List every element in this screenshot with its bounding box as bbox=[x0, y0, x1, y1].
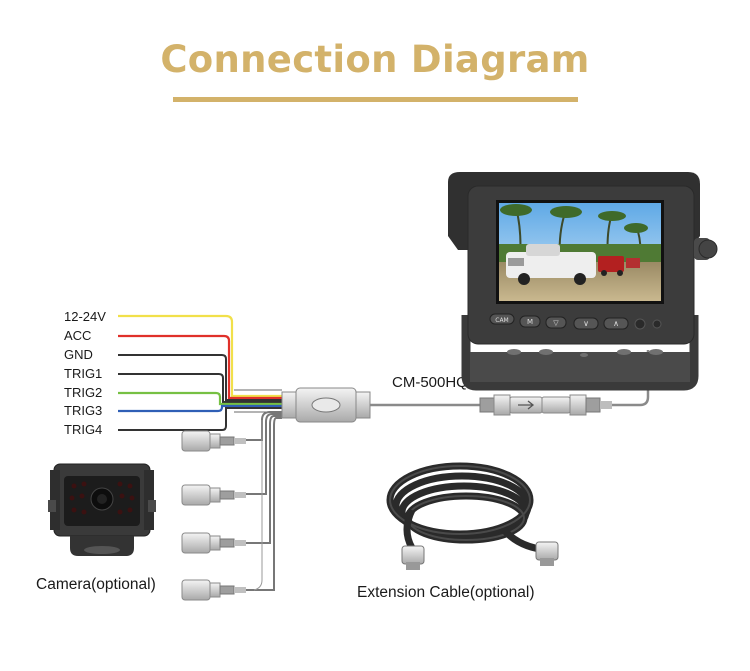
wire-trig1: TRIG1 bbox=[64, 366, 282, 403]
wire-label-12-24v: 12-24V bbox=[64, 309, 106, 324]
mode-button[interactable]: M bbox=[519, 315, 541, 328]
wire-black-line-trig4 bbox=[118, 407, 282, 431]
screen-truck-white bbox=[506, 244, 596, 285]
monitor-bracket bbox=[461, 315, 699, 391]
power-button[interactable] bbox=[634, 318, 646, 330]
wire-black-line-gnd bbox=[118, 354, 282, 401]
extension-connector-left[interactable] bbox=[401, 545, 425, 570]
extension-cable: Extension Cable(optional) bbox=[357, 462, 559, 601]
monitor-buttons: CAM M ▽ ∨ ∧ bbox=[489, 313, 662, 330]
monitor-cable: CM-500HQ bbox=[370, 350, 650, 407]
down-icon: ∨ bbox=[583, 319, 589, 328]
wire-12-24v: 12-24V bbox=[64, 309, 282, 398]
monitor-screen bbox=[496, 200, 664, 304]
wire-green-line bbox=[118, 391, 282, 406]
wire-trig3: TRIG3 bbox=[64, 403, 282, 418]
extension-cable-label: Extension Cable(optional) bbox=[357, 584, 535, 601]
aviation-connector-pair[interactable] bbox=[479, 394, 612, 416]
down-arrow-icon: ▽ bbox=[553, 319, 559, 327]
wire-acc: ACC bbox=[64, 328, 282, 400]
power-trigger-wires: 12-24V ACC GND TRIG1 TRIG2 TRIG3 TRIG4 bbox=[64, 309, 282, 437]
wire-red-line bbox=[118, 334, 282, 400]
wire-label-trig2: TRIG2 bbox=[64, 385, 102, 400]
title-underline bbox=[173, 97, 578, 102]
monitor-bracket-base bbox=[470, 352, 690, 382]
wire-blue-line bbox=[118, 404, 282, 413]
extension-connector-right[interactable] bbox=[535, 541, 559, 566]
up-button[interactable]: ∧ bbox=[603, 317, 629, 330]
camera-connector-2[interactable] bbox=[181, 484, 246, 506]
screen-truck-red bbox=[598, 256, 624, 276]
wire-label-gnd: GND bbox=[64, 347, 93, 362]
up-icon: ∧ bbox=[613, 319, 619, 328]
down-button[interactable]: ∨ bbox=[573, 317, 599, 330]
wire-label-acc: ACC bbox=[64, 328, 91, 343]
wire-gnd: GND bbox=[64, 347, 282, 401]
wire-trig2: TRIG2 bbox=[64, 385, 282, 406]
camera-connector-4[interactable] bbox=[181, 579, 246, 601]
camera-label: Camera(optional) bbox=[36, 576, 156, 593]
arrow-right-icon bbox=[518, 400, 535, 410]
diagram-title: Connection Diagram bbox=[160, 38, 590, 81]
wire-label-trig3: TRIG3 bbox=[64, 403, 102, 418]
wire-yellow-line bbox=[118, 314, 282, 398]
menu-button[interactable]: CAM bbox=[489, 313, 515, 325]
menu-icon: CAM bbox=[495, 317, 508, 324]
camera-input-cables bbox=[181, 411, 282, 601]
monitor: CAM M ▽ ∨ ∧ bbox=[448, 172, 718, 391]
junction-box-label-oval bbox=[311, 397, 341, 413]
mode-icon: M bbox=[527, 318, 533, 326]
junction-box bbox=[281, 387, 371, 423]
wire-trig4: TRIG4 bbox=[64, 407, 282, 437]
sensor-icon bbox=[652, 319, 662, 329]
wire-label-trig4: TRIG4 bbox=[64, 422, 102, 437]
camera-connector-1[interactable] bbox=[181, 430, 246, 452]
wire-black-line-trig1 bbox=[118, 373, 282, 403]
camera: Camera(optional) bbox=[36, 463, 156, 593]
camera-connector-3[interactable] bbox=[181, 532, 246, 554]
wire-label-trig1: TRIG1 bbox=[64, 366, 102, 381]
select-button[interactable]: ▽ bbox=[545, 316, 567, 329]
model-label: CM-500HQ bbox=[392, 374, 468, 391]
